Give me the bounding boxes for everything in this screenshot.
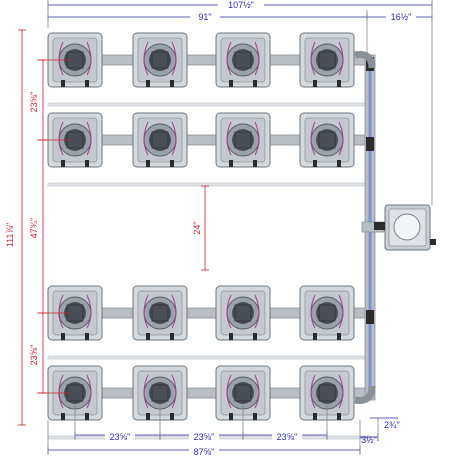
row-rail-3 [47, 355, 371, 360]
pot-r1-c4 [299, 32, 355, 88]
pot-r4-c4 [299, 365, 355, 421]
dim-pipe-offset: 3½" [361, 435, 377, 445]
dim-middle-span: 47¾" [29, 218, 39, 239]
row-rail-1 [47, 102, 371, 107]
pot-r3-c4 [299, 285, 355, 341]
dim-row-spacing-bottom: 23⅝" [29, 345, 39, 366]
pot-r2-c3 [215, 112, 271, 168]
pipe-network [47, 51, 385, 440]
pot-r1-c2 [132, 32, 188, 88]
dim-row-spacing-top: 23⅝" [29, 92, 39, 113]
dimension-labels: 107½" 91" 16½" 111⅞" 23⅝" 47¾" 24" 23⅝" … [5, 0, 416, 457]
pot-r4-c1 [47, 365, 103, 421]
dim-aisle-gap: 24" [192, 221, 202, 234]
controller-lid-icon [393, 213, 421, 241]
dim-controller-offset: 16½" [391, 12, 412, 22]
pot-r3-c3 [215, 285, 271, 341]
controller-unit [374, 204, 436, 251]
dim-overall-height: 111⅞" [5, 223, 15, 247]
pot-r1-c1 [47, 32, 103, 88]
manifold-elbow-top [354, 51, 376, 69]
dim-pot-spacing-2: 23⅝" [194, 432, 215, 442]
row-rail-2 [47, 182, 371, 187]
pot-r4-c2 [132, 365, 188, 421]
pot-r2-c1 [47, 112, 103, 168]
pot-r4-c3 [215, 365, 271, 421]
dim-pot-spacing-1: 23⅝" [110, 432, 131, 442]
pot-r1-c3 [215, 32, 271, 88]
manifold-valve-2 [366, 137, 374, 151]
pot-r2-c2 [132, 112, 188, 168]
dim-pipe-depth: 2¾" [384, 420, 400, 430]
pot-r2-c4 [299, 112, 355, 168]
manifold-elbow-bottom [354, 385, 376, 404]
pot-r3-c1 [47, 285, 103, 341]
manifold-valve-3 [366, 310, 374, 324]
dim-pot-spacing-3: 23⅝" [277, 432, 298, 442]
dim-grid-width: 91" [198, 12, 211, 22]
pot-grid [47, 32, 355, 421]
dim-overall-width: 107½" [228, 0, 254, 10]
dim-base-width: 87⅝" [194, 447, 215, 457]
pot-r3-c2 [132, 285, 188, 341]
